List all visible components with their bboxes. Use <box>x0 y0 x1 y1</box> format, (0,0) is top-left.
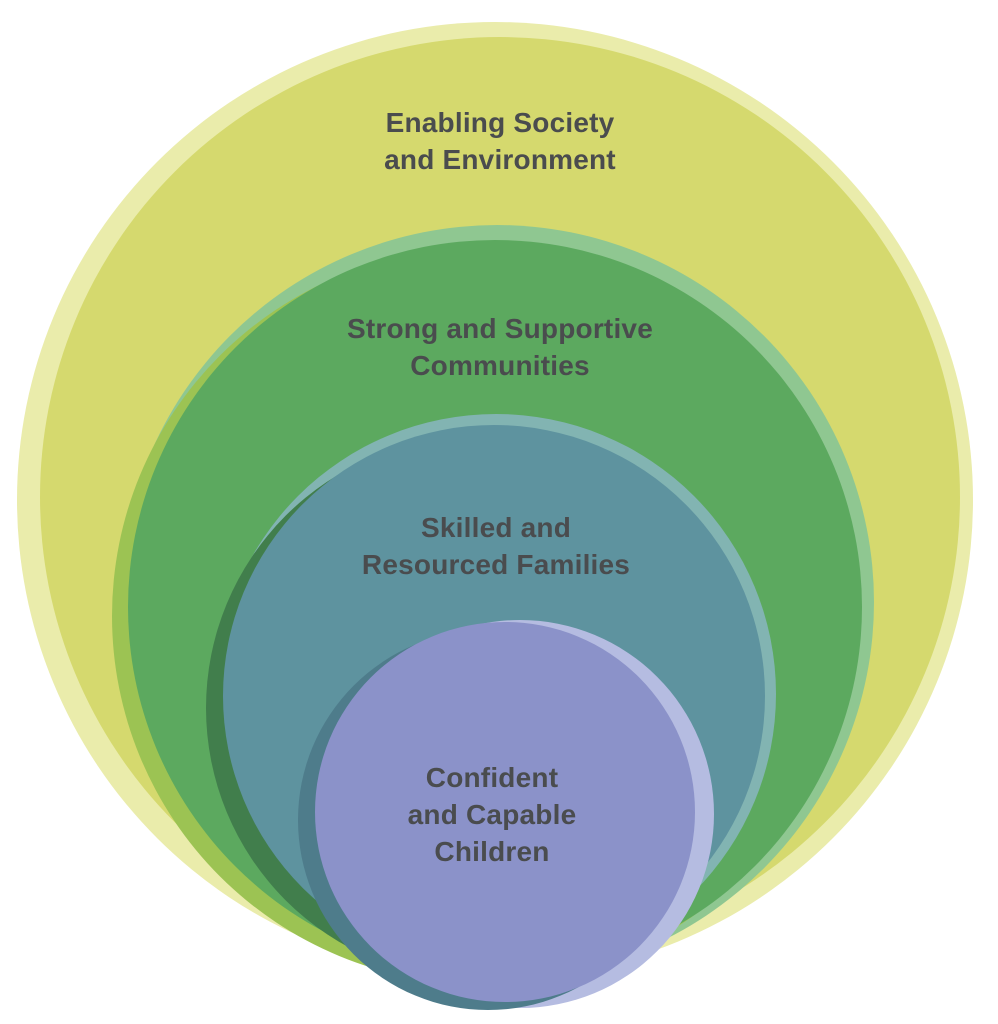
label-enabling-society: Enabling Society and Environment <box>250 104 750 178</box>
label-skilled-families: Skilled and Resourced Families <box>246 509 746 583</box>
label-strong-communities: Strong and Supportive Communities <box>250 310 750 384</box>
circle-confident-children-main <box>315 622 695 1002</box>
label-line: Communities <box>410 350 590 381</box>
label-line: and Capable <box>407 799 577 830</box>
label-line: Children <box>434 836 550 867</box>
label-line: and Environment <box>384 144 616 175</box>
label-line: Strong and Supportive <box>347 313 653 344</box>
label-confident-children: Confident and Capable Children <box>242 759 742 870</box>
label-line: Confident <box>425 762 559 793</box>
label-line: Enabling Society <box>385 107 615 138</box>
label-line: Skilled and <box>420 512 572 543</box>
label-line: Resourced Families <box>361 549 631 580</box>
